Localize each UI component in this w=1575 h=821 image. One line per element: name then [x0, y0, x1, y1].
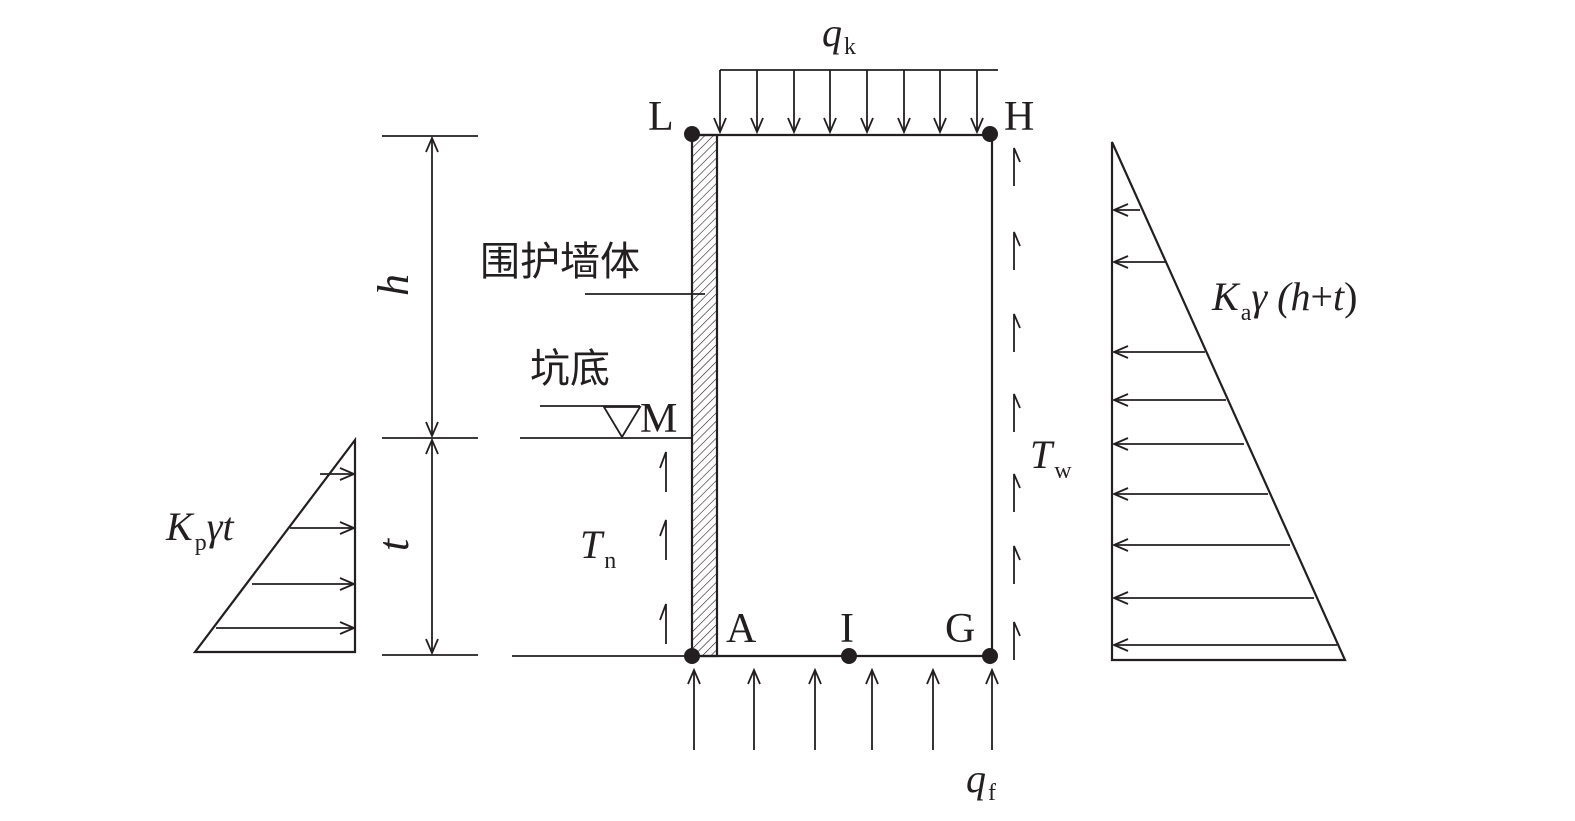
pit-bottom-symbol	[520, 405, 692, 439]
node-L-dot	[684, 126, 700, 142]
outer-friction-label: Tw	[1030, 432, 1072, 484]
active-pressure-label: Kaγ (h+t)	[1211, 274, 1357, 326]
dimension-lines	[382, 135, 478, 656]
retaining-wall	[690, 133, 719, 658]
passive-pressure-diagram	[192, 436, 357, 654]
soil-block	[692, 133, 994, 658]
node-A-label: A	[726, 606, 757, 652]
outer-friction-arrows	[1013, 147, 1021, 660]
bottom-load-arrows	[687, 667, 999, 750]
active-pressure-diagram	[1110, 141, 1347, 662]
node-I-dot	[841, 648, 857, 664]
node-M-label: M	[640, 396, 677, 442]
top-load-arrows	[713, 69, 998, 135]
node-G-dot	[982, 648, 998, 664]
dim-t-label: t	[369, 537, 418, 551]
inner-friction-arrows	[659, 451, 667, 644]
wall-label: 围护墙体	[480, 239, 640, 285]
pit-bottom-label: 坑底	[530, 346, 610, 392]
node-G-label: G	[945, 606, 975, 652]
bottom-load-symbol: qf	[966, 756, 996, 806]
inner-friction-label: Tn	[580, 522, 616, 574]
node-H-dot	[982, 126, 998, 142]
node-I-label: I	[840, 606, 854, 652]
node-H-label: H	[1004, 94, 1034, 140]
nodes	[684, 126, 998, 664]
dim-h-label: h	[369, 274, 418, 296]
node-L-label: L	[648, 94, 674, 140]
passive-pressure-label: Kpγt	[165, 504, 234, 556]
top-load-symbol: qk	[822, 10, 856, 60]
